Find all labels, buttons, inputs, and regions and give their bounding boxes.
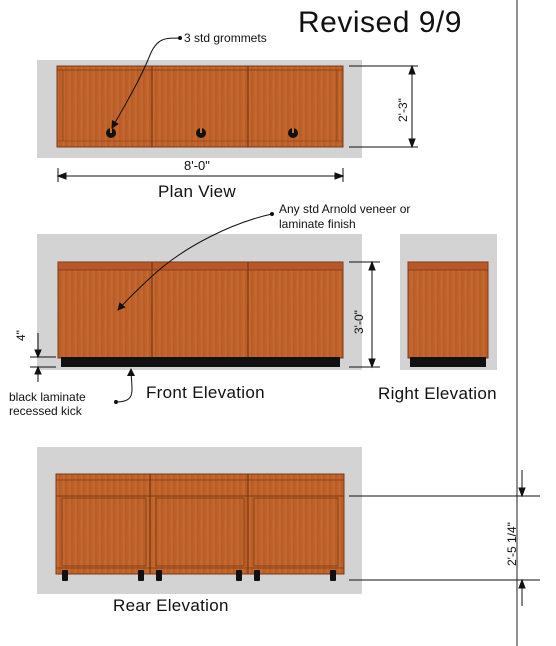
grommet-icon: [196, 128, 206, 138]
finish-leader-line: [117, 213, 273, 311]
kick-height-dimension: [30, 333, 56, 382]
kick-note-line1: black laminate: [9, 390, 86, 404]
finish-note-line2: laminate finish: [279, 217, 356, 231]
front-kick: [61, 357, 340, 367]
revision-title: Revised 9/9: [298, 6, 462, 39]
finish-note-line1: Any std Arnold veneer or: [279, 202, 411, 216]
rear-height-dimension: [349, 470, 540, 606]
kick-leader-line: [115, 368, 136, 403]
plan-depth-dimension: [349, 64, 418, 149]
front-cabinet: [57, 261, 344, 367]
right-elevation-label: Right Elevation: [378, 384, 497, 403]
rear-cabinet: [55, 473, 345, 575]
kick-height-label: 4": [14, 330, 28, 341]
front-height-dimension: [349, 260, 380, 369]
right-kick: [410, 357, 486, 367]
leveler-foot-icon: [62, 570, 336, 581]
plan-view-label: Plan View: [158, 182, 236, 201]
plan-depth-label: 2'-3": [396, 98, 410, 122]
rear-height-label: 2'-5 1/4": [505, 522, 519, 566]
right-cabinet: [407, 261, 489, 367]
grommet-leader-line: [111, 37, 181, 129]
grommet-note: 3 std grommets: [184, 31, 267, 45]
front-height-label: 3'-0": [352, 310, 366, 334]
kick-note-line2: recessed kick: [9, 404, 82, 418]
grommet-icon: [106, 128, 116, 138]
plan-width-label: 8'-0": [184, 158, 210, 173]
grommet-icon: [288, 128, 298, 138]
plan-width-dimension: [56, 168, 345, 182]
front-elevation-label: Front Elevation: [146, 383, 265, 402]
rear-elevation-label: Rear Elevation: [113, 596, 229, 615]
